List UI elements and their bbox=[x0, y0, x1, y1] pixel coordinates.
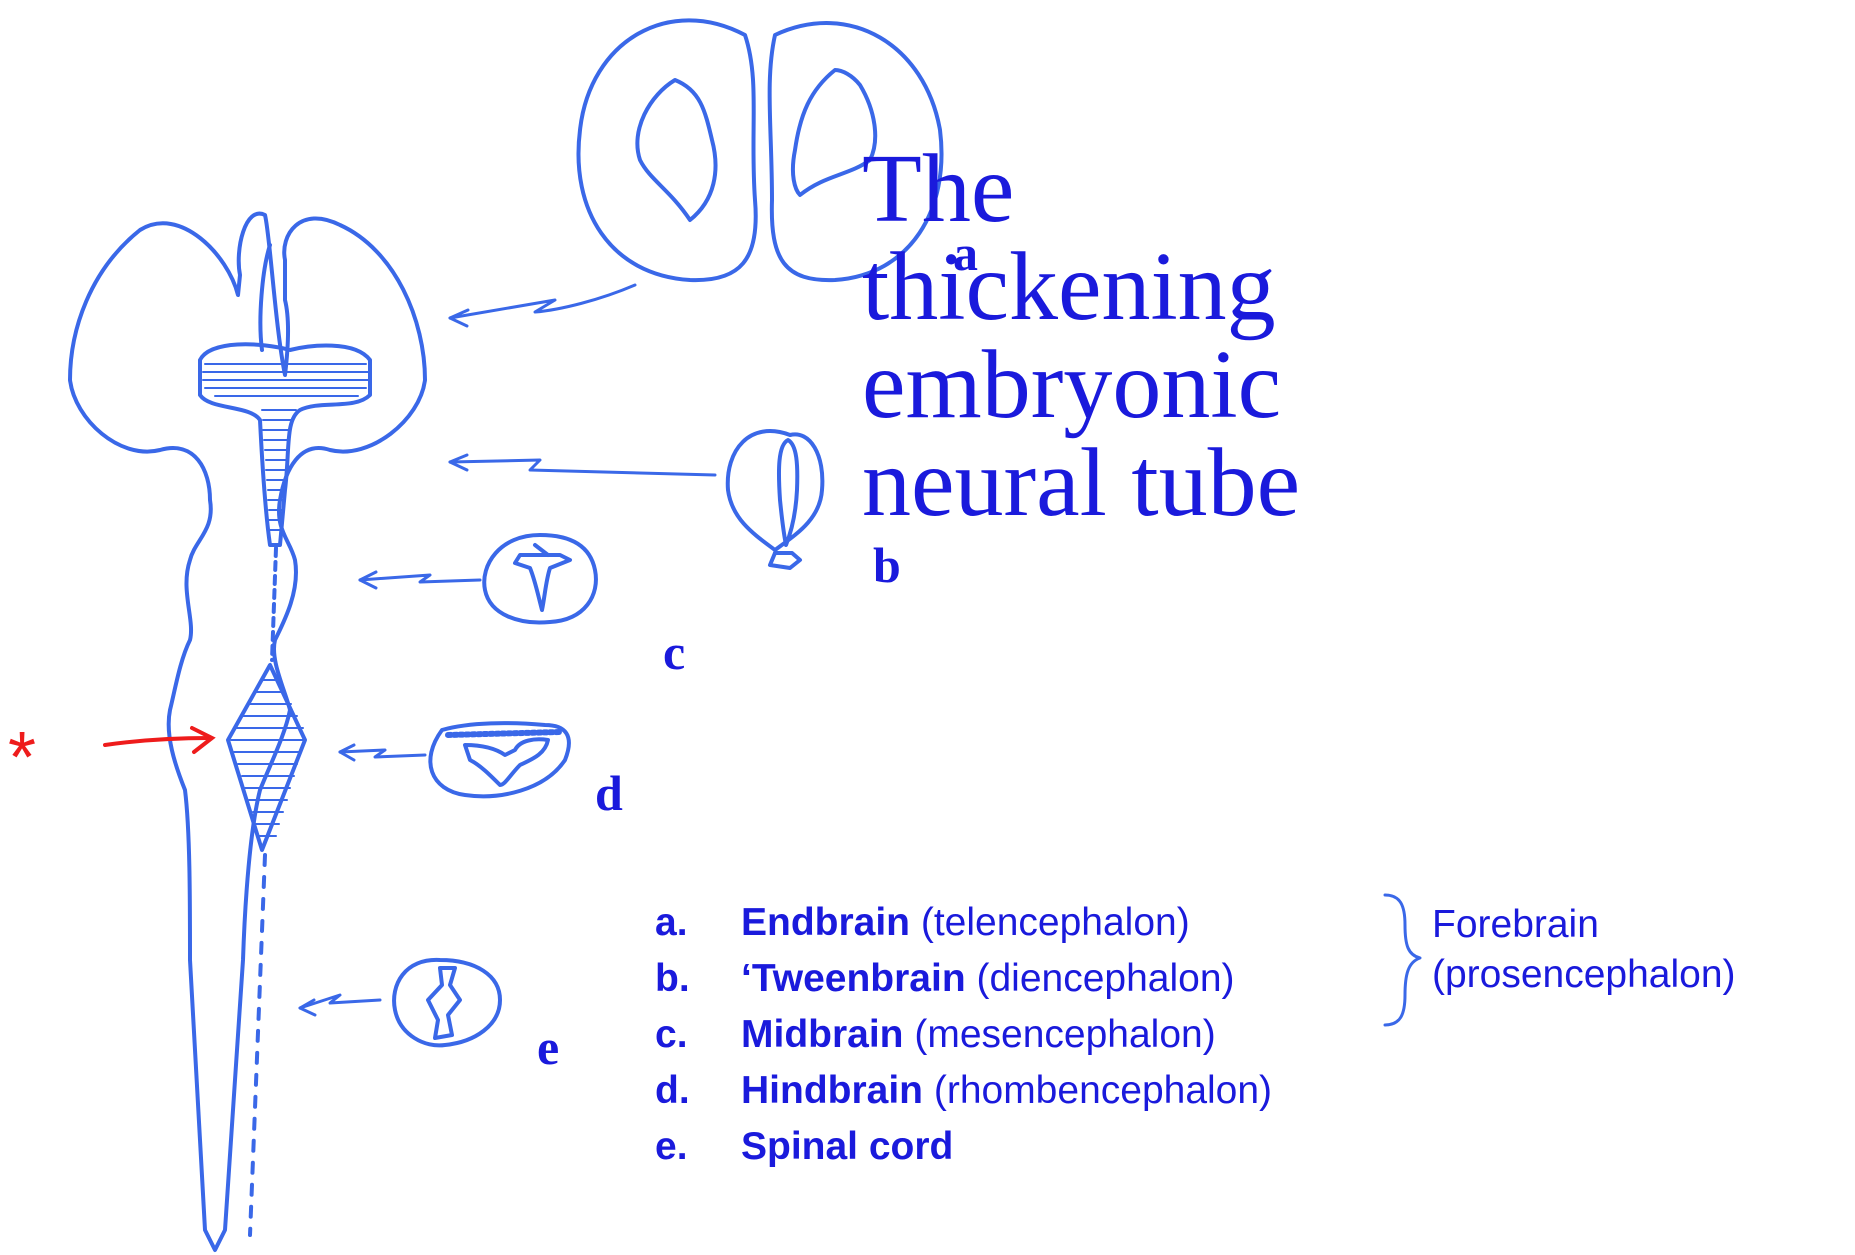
legend-item: d.Hindbrain (rhombencephalon) bbox=[655, 1063, 1272, 1119]
section-d-drawing bbox=[430, 723, 569, 796]
forebrain-label: Forebrain bbox=[1432, 900, 1736, 950]
legend-key: a. bbox=[655, 895, 741, 951]
legend-item: e.Spinal cord bbox=[655, 1119, 1272, 1175]
legend-term: Hindbrain bbox=[741, 1069, 923, 1112]
legend-latin: (mesencephalon) bbox=[914, 1013, 1215, 1056]
legend-key: b. bbox=[655, 951, 741, 1007]
legend-term: Spinal cord bbox=[741, 1125, 953, 1168]
red-asterisk-marker: * bbox=[8, 722, 36, 794]
legend-key: c. bbox=[655, 1007, 741, 1063]
section-label-e: e bbox=[537, 1022, 559, 1072]
pointer-arrows bbox=[300, 285, 715, 1015]
section-c-drawing bbox=[484, 535, 596, 623]
section-b-drawing bbox=[728, 431, 823, 568]
legend-latin: (diencephalon) bbox=[977, 957, 1235, 1000]
legend-item: c.Midbrain (mesencephalon) bbox=[655, 1007, 1272, 1063]
forebrain-group-label: Forebrain (prosencephalon) bbox=[1432, 900, 1736, 1000]
forebrain-brace bbox=[1385, 895, 1420, 1025]
section-e-drawing bbox=[394, 960, 500, 1046]
legend-latin: (telencephalon) bbox=[921, 901, 1190, 944]
brain-region-legend: a.Endbrain (telencephalon) b.‘Tweenbrain… bbox=[655, 895, 1272, 1175]
section-label-d: d bbox=[595, 768, 623, 818]
prosencephalon-label: (prosencephalon) bbox=[1432, 950, 1736, 1000]
section-label-b: b bbox=[873, 540, 901, 590]
legend-item: a.Endbrain (telencephalon) bbox=[655, 895, 1272, 951]
section-label-c: c bbox=[663, 627, 685, 677]
legend-key: e. bbox=[655, 1119, 741, 1175]
legend-term: Midbrain bbox=[741, 1013, 904, 1056]
legend-item: b.‘Tweenbrain (diencephalon) bbox=[655, 951, 1272, 1007]
legend-term: ‘Tweenbrain bbox=[741, 957, 966, 1000]
red-marker-arrow bbox=[105, 728, 212, 752]
legend-term: Endbrain bbox=[741, 901, 910, 944]
legend-latin: (rhombencephalon) bbox=[934, 1069, 1272, 1112]
legend-key: d. bbox=[655, 1063, 741, 1119]
slide-title: The thickening embryonic neural tube bbox=[862, 140, 1855, 532]
